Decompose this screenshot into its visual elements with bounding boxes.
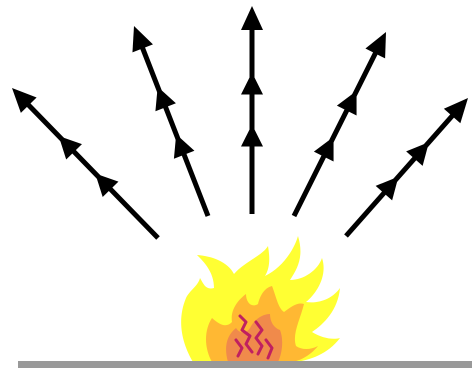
ray-shaft (20, 97, 158, 238)
ray-shaft (138, 37, 208, 216)
ground-line (18, 361, 472, 368)
arrow-marker-icon (241, 73, 263, 95)
arrowhead-icon (241, 6, 263, 30)
fire-icon (181, 236, 340, 362)
ray-far-left (12, 88, 158, 238)
ray-left (132, 26, 208, 216)
ray-center (241, 6, 263, 214)
ray-shaft (346, 107, 460, 236)
ray-shaft (294, 43, 381, 216)
ray-right (294, 32, 386, 216)
radiation-arrows (12, 6, 468, 238)
ray-far-right (346, 98, 468, 236)
arrow-marker-icon (241, 125, 263, 147)
